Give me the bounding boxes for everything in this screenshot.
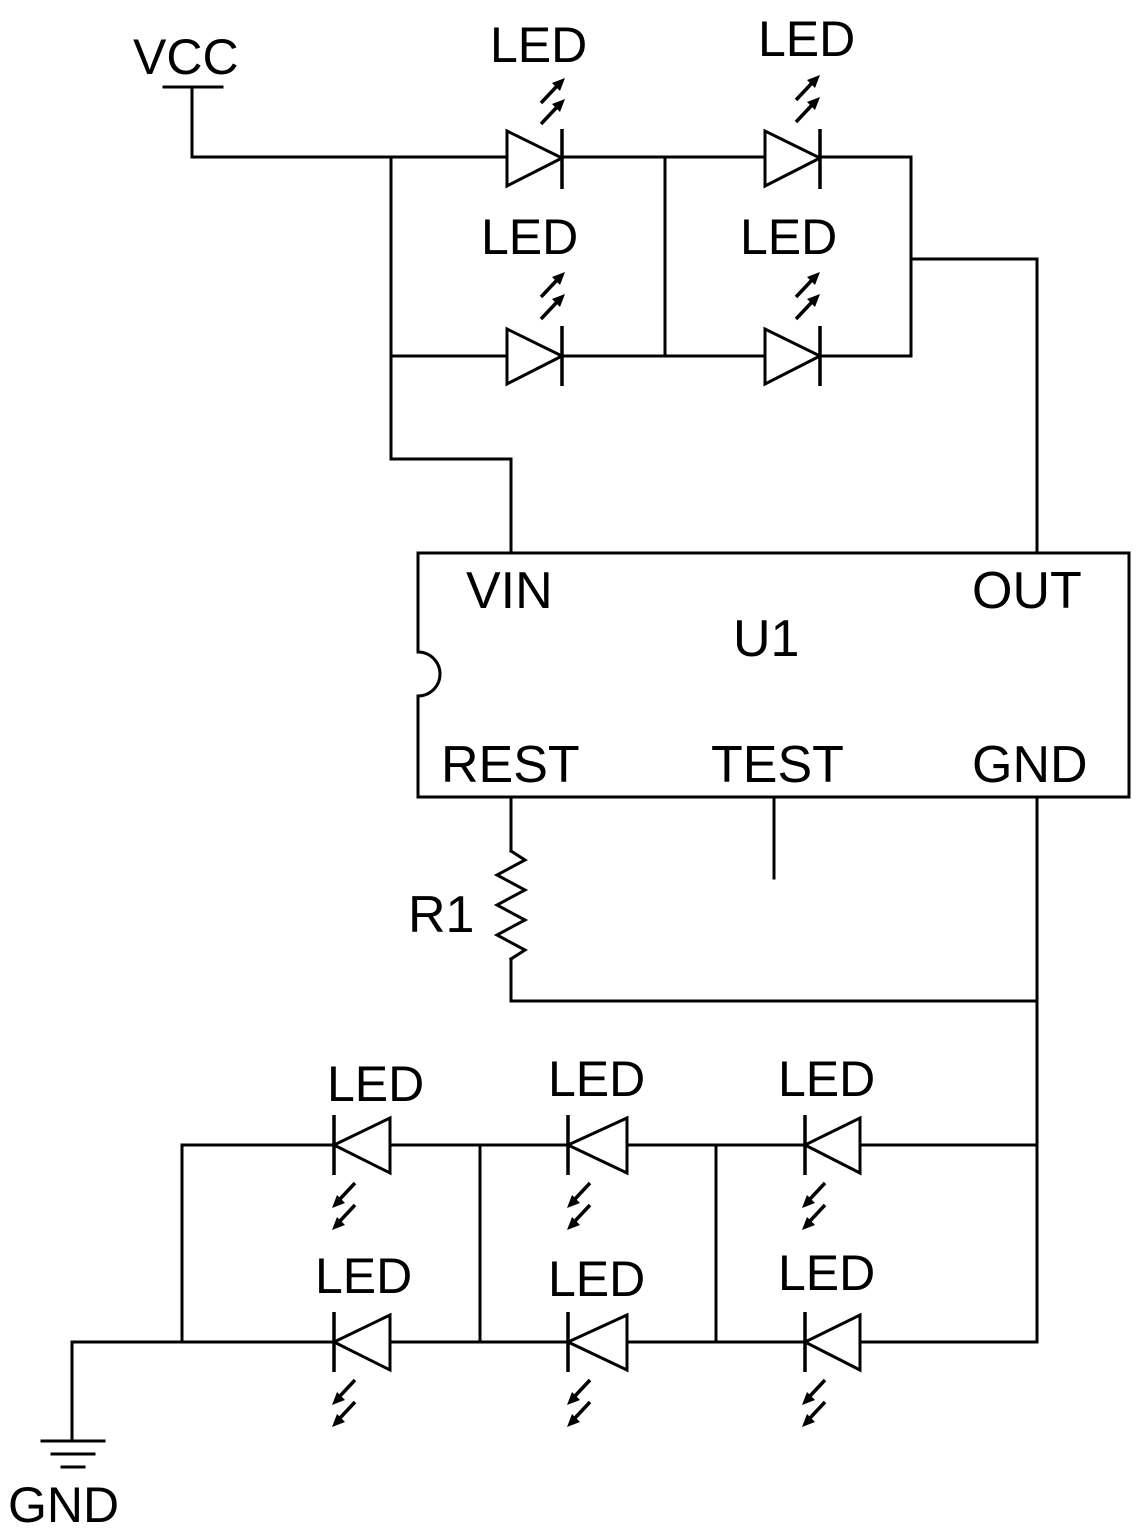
gnd-label: GND bbox=[8, 1477, 119, 1532]
upper-wiring bbox=[190, 155, 1039, 555]
upper-led-array: LED LED LED LED bbox=[481, 11, 855, 387]
led-l6: LED bbox=[778, 1245, 875, 1427]
led-label: LED bbox=[778, 1051, 875, 1107]
led-l4: LED bbox=[315, 1248, 412, 1427]
lower-wiring: R1 bbox=[70, 795, 1039, 1344]
led-label: LED bbox=[548, 1251, 645, 1307]
led-label: LED bbox=[481, 209, 578, 265]
led-u1: LED bbox=[490, 17, 587, 189]
pin-vin-label: VIN bbox=[466, 562, 553, 620]
ic-u1: VIN OUT U1 REST TEST GND bbox=[416, 551, 1131, 799]
led-label: LED bbox=[548, 1051, 645, 1107]
led-label: LED bbox=[778, 1245, 875, 1301]
pin-out-label: OUT bbox=[972, 562, 1082, 620]
led-l1: LED bbox=[327, 1056, 424, 1230]
led-u3: LED bbox=[481, 209, 578, 387]
led-label: LED bbox=[490, 17, 587, 73]
resistor-r1 bbox=[493, 848, 529, 962]
lower-led-array: LED LED LED LED LED bbox=[315, 1051, 875, 1427]
pin-gnd-label: GND bbox=[972, 736, 1088, 794]
led-label: LED bbox=[740, 209, 837, 265]
ic-ref-label: U1 bbox=[733, 610, 799, 668]
led-label: LED bbox=[758, 11, 855, 67]
resistor-r1-label: R1 bbox=[408, 886, 474, 944]
led-label: LED bbox=[315, 1248, 412, 1304]
pin-test-label: TEST bbox=[711, 736, 844, 794]
vcc-label: VCC bbox=[133, 29, 239, 85]
led-u4: LED bbox=[740, 209, 837, 387]
led-l5: LED bbox=[548, 1251, 645, 1427]
ground-symbol: GND bbox=[8, 1340, 119, 1532]
led-l2: LED bbox=[548, 1051, 645, 1230]
led-l3: LED bbox=[778, 1051, 875, 1230]
pin-rest-label: REST bbox=[441, 736, 580, 794]
led-u2: LED bbox=[758, 11, 855, 189]
led-label: LED bbox=[327, 1056, 424, 1112]
vcc-supply: VCC bbox=[133, 29, 239, 159]
